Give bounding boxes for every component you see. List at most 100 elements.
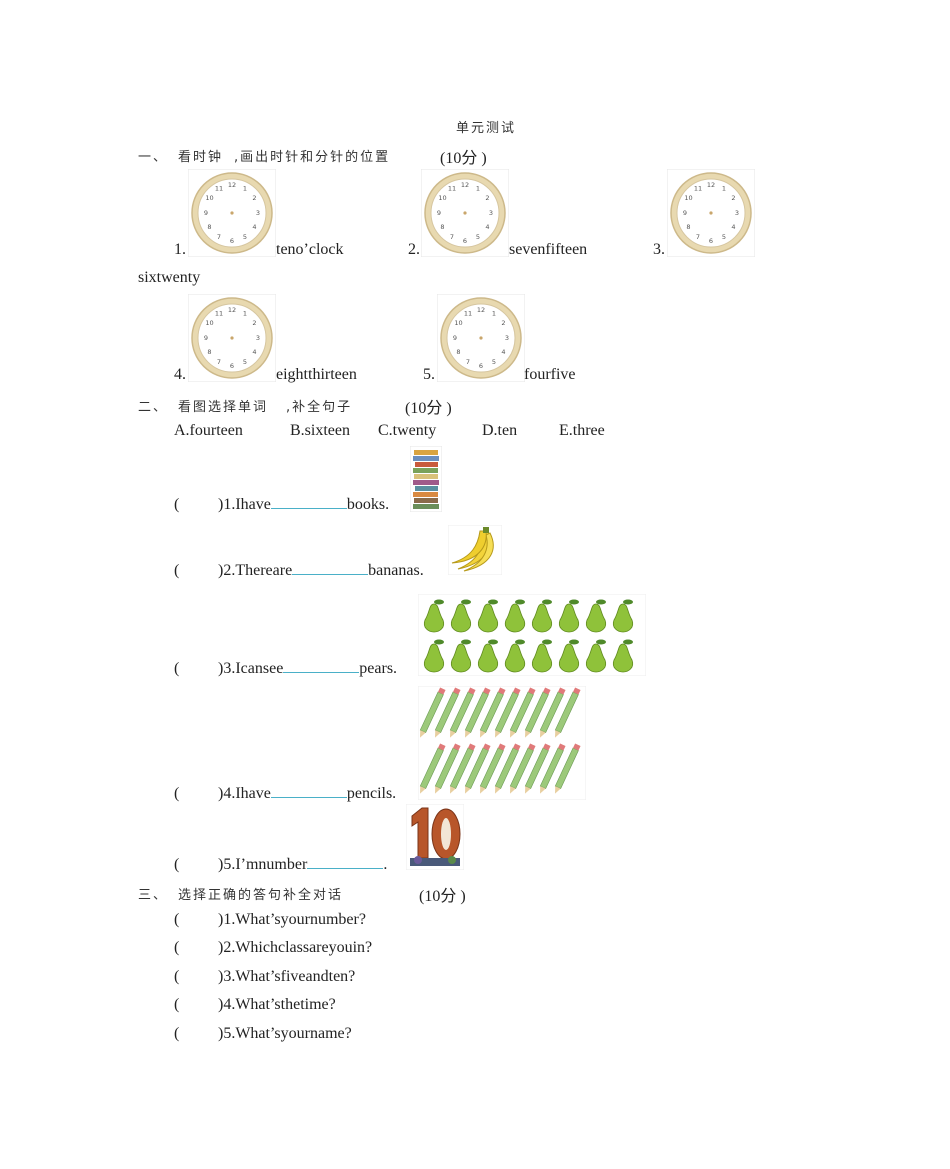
pear-leaf-icon bbox=[434, 599, 444, 605]
clock-item-3-text: sixtwenty bbox=[138, 269, 201, 286]
question-text: )3.What’sfiveandten? bbox=[218, 968, 356, 985]
option-e: E.three bbox=[559, 422, 605, 439]
dialog-question-4: ()4.What’sthetime? bbox=[174, 996, 336, 1014]
pear-leaf-icon bbox=[623, 639, 633, 645]
pear-icon bbox=[612, 643, 634, 673]
option-a: A.fourteen bbox=[174, 422, 243, 439]
answer-paren-open[interactable]: ( bbox=[174, 562, 180, 579]
pencil-icon bbox=[539, 743, 566, 794]
fill-question-5: ()5.I’mnumber. bbox=[174, 854, 387, 874]
question-prompt: )2.Thereare bbox=[218, 562, 293, 579]
pencil-icon bbox=[434, 743, 461, 794]
pear-grid-icon bbox=[418, 594, 646, 676]
clock-icon bbox=[421, 169, 509, 257]
pear-leaf-icon bbox=[542, 599, 552, 605]
answer-paren-open[interactable]: ( bbox=[174, 660, 180, 677]
pear-icon bbox=[531, 643, 553, 673]
pencil-icon bbox=[554, 687, 581, 738]
question-suffix: bananas. bbox=[368, 562, 424, 579]
pencil-icon bbox=[464, 743, 491, 794]
section1-score: (10分 ) bbox=[440, 150, 487, 167]
pear-leaf-icon bbox=[569, 639, 579, 645]
answer-blank[interactable] bbox=[307, 854, 384, 869]
section3-number: 三、 bbox=[138, 888, 169, 903]
section1-instruction: ,画出时针和分针的位置 bbox=[234, 150, 391, 165]
pencils-image bbox=[418, 686, 586, 800]
pear-icon bbox=[558, 643, 580, 673]
answer-paren-open[interactable]: ( bbox=[174, 911, 180, 928]
pencil-icon bbox=[479, 743, 506, 794]
clock-item-5-text: fourfive bbox=[524, 366, 576, 383]
pencil-icon bbox=[449, 687, 476, 738]
pencil-icon bbox=[494, 687, 521, 738]
clock-image-2 bbox=[421, 169, 509, 257]
section3-score: (10分 ) bbox=[419, 888, 466, 905]
pear-leaf-icon bbox=[488, 599, 498, 605]
section2-instruction: ,补全句子 bbox=[286, 400, 353, 415]
answer-paren-open[interactable]: ( bbox=[174, 496, 180, 513]
fill-question-4: ( )4.Ihave pencils. bbox=[174, 783, 396, 803]
number-ten-image bbox=[406, 804, 464, 870]
clock-item-3-number: 3. bbox=[653, 241, 665, 258]
question-suffix: pears. bbox=[359, 660, 398, 677]
answer-paren-open[interactable]: ( bbox=[174, 996, 180, 1013]
answer-paren-open[interactable]: ( bbox=[174, 939, 180, 956]
question-suffix: . bbox=[383, 856, 388, 873]
pencil-icon bbox=[524, 687, 551, 738]
clock-icon bbox=[437, 294, 525, 382]
question-suffix: pencils. bbox=[346, 785, 397, 802]
clock-item-2-text: sevenfifteen bbox=[509, 241, 588, 258]
pencil-icon bbox=[554, 743, 581, 794]
answer-paren-open[interactable]: ( bbox=[174, 1025, 180, 1042]
clock-item-1-text: teno’clock bbox=[276, 241, 344, 258]
pear-leaf-icon bbox=[596, 639, 606, 645]
pear-icon bbox=[612, 603, 634, 633]
question-prompt: )3.Icansee bbox=[218, 660, 284, 677]
pencil-icon bbox=[419, 687, 446, 738]
answer-blank[interactable] bbox=[270, 494, 347, 509]
answer-paren-open[interactable]: ( bbox=[174, 968, 180, 985]
pear-icon bbox=[504, 603, 526, 633]
answer-paren-open[interactable]: ( bbox=[174, 856, 180, 873]
dialog-question-1: ( )1.What’syournumber? bbox=[174, 911, 366, 929]
number-ten-icon bbox=[406, 804, 464, 870]
question-text: )1.What’syournumber? bbox=[218, 911, 366, 928]
clock-image-4 bbox=[188, 294, 276, 382]
pear-icon bbox=[423, 643, 445, 673]
pencil-icon bbox=[494, 743, 521, 794]
pear-icon bbox=[477, 603, 499, 633]
clock-icon bbox=[667, 169, 755, 257]
fill-question-3: ( )3.Icansee pears. bbox=[174, 658, 397, 678]
pencil-icon bbox=[419, 743, 446, 794]
question-prompt: )1.Ihave bbox=[218, 496, 271, 513]
pencil-icon bbox=[464, 687, 491, 738]
answer-paren-open[interactable]: ( bbox=[174, 785, 180, 802]
answer-blank[interactable] bbox=[283, 658, 360, 673]
pear-leaf-icon bbox=[623, 599, 633, 605]
banana-bunch-icon bbox=[448, 525, 502, 575]
question-text: )2.Whichclassareyouin? bbox=[218, 939, 373, 956]
clock-item-5-number: 5. bbox=[423, 366, 435, 383]
question-prompt: )4.Ihave bbox=[218, 785, 271, 802]
pear-leaf-icon bbox=[434, 639, 444, 645]
answer-blank[interactable] bbox=[270, 783, 347, 798]
pear-icon bbox=[450, 643, 472, 673]
section2-label: 看图选择单词 bbox=[178, 400, 269, 415]
pear-icon bbox=[585, 643, 607, 673]
pear-leaf-icon bbox=[488, 639, 498, 645]
answer-blank[interactable] bbox=[292, 560, 369, 575]
pear-icon bbox=[585, 603, 607, 633]
option-d: D.ten bbox=[482, 422, 518, 439]
clock-image-5 bbox=[437, 294, 525, 382]
option-c: C.twenty bbox=[378, 422, 437, 439]
pear-leaf-icon bbox=[515, 639, 525, 645]
option-b: B.sixteen bbox=[290, 422, 350, 439]
dialog-question-2: ( )2.Whichclassareyouin? bbox=[174, 939, 372, 957]
pear-leaf-icon bbox=[461, 599, 471, 605]
section2-number: 二、 bbox=[138, 400, 169, 415]
bananas-image bbox=[448, 525, 502, 575]
pencil-icon bbox=[479, 687, 506, 738]
pear-leaf-icon bbox=[461, 639, 471, 645]
clock-item-2-number: 2. bbox=[408, 241, 420, 258]
book-stack-icon bbox=[410, 446, 442, 512]
